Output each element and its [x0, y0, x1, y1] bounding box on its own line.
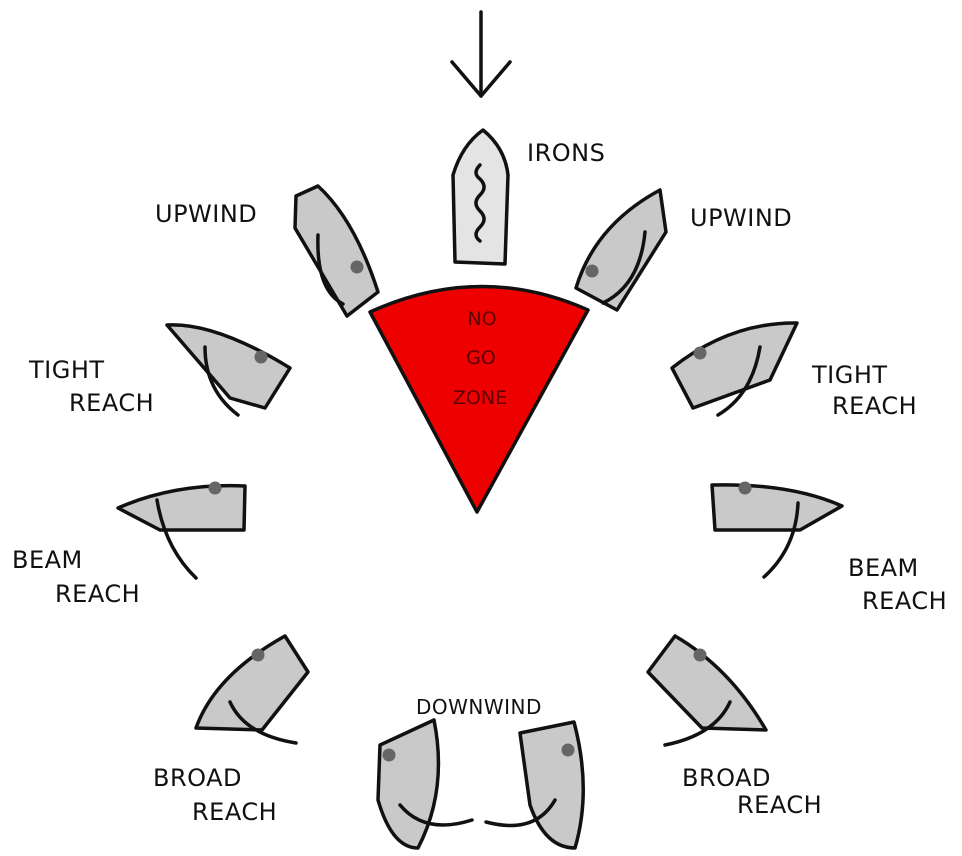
no-go-zone-label-3: ZONE [453, 387, 507, 409]
boat-icon-downwind-right [486, 722, 583, 848]
label-broad-reach-left-2: REACH [192, 798, 277, 826]
boat-icon-tight-reach-right [672, 323, 797, 415]
wind-arrow-icon [452, 12, 510, 96]
boat-icon-upwind-right [576, 190, 666, 310]
label-beam-reach-left-1: BEAM [12, 546, 83, 574]
no-go-zone: NO GO ZONE [370, 286, 588, 512]
boat-icon-broad-reach-left [196, 636, 308, 743]
label-downwind: DOWNWIND [416, 695, 542, 719]
label-beam-reach-right-1: BEAM [848, 554, 919, 582]
boat-icon-broad-reach-right [648, 636, 766, 745]
label-irons: IRONS [527, 139, 605, 167]
boat-icon-beam-reach-right [712, 482, 842, 578]
boat-icon-beam-reach-left [118, 482, 245, 579]
label-beam-reach-right-2: REACH [862, 587, 947, 615]
label-broad-reach-right-2: REACH [737, 791, 822, 819]
label-tight-reach-left-1: TIGHT [28, 356, 105, 384]
label-broad-reach-right-1: BROAD [682, 764, 771, 792]
boat-icon-downwind-left [378, 720, 472, 848]
label-tight-reach-right-1: TIGHT [811, 361, 888, 389]
no-go-zone-label-1: NO [467, 308, 496, 330]
no-go-zone-label-2: GO [466, 347, 496, 369]
label-upwind-right: UPWIND [690, 204, 792, 232]
label-beam-reach-left-2: REACH [55, 580, 140, 608]
boat-icon-irons [453, 130, 508, 264]
label-tight-reach-left-2: REACH [69, 389, 154, 417]
boat-icon-upwind-left [295, 186, 378, 316]
label-upwind-left: UPWIND [155, 200, 257, 228]
label-tight-reach-right-2: REACH [832, 392, 917, 420]
boat-icon-tight-reach-left [167, 325, 290, 415]
label-broad-reach-left-1: BROAD [153, 764, 242, 792]
